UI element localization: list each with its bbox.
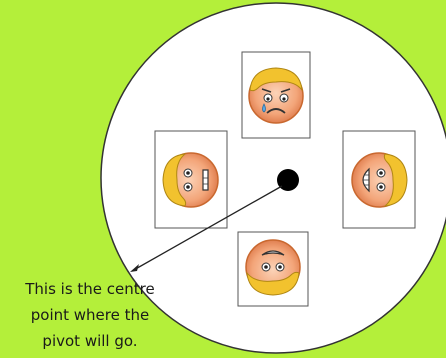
face-card-top bbox=[242, 52, 310, 138]
face-card-bottom bbox=[238, 232, 308, 306]
sideways-face-right-icon bbox=[352, 153, 407, 207]
caption-line-1: This is the centre bbox=[6, 276, 174, 302]
face-card-left bbox=[155, 131, 227, 228]
crying-face-icon bbox=[249, 68, 303, 123]
sideways-face-left-icon bbox=[163, 153, 218, 207]
caption-line-2: point where the bbox=[6, 302, 174, 328]
upside-down-face-icon bbox=[246, 240, 300, 295]
face-card-right bbox=[343, 131, 415, 228]
caption-line-3: pivot will go. bbox=[6, 328, 174, 354]
pivot-caption: This is the centre point where the pivot… bbox=[6, 276, 174, 354]
